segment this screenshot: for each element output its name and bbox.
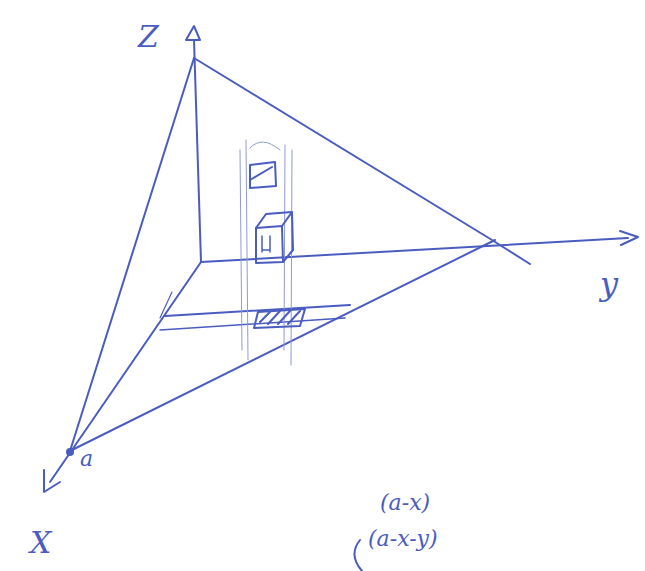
y-arrowhead [620,231,638,245]
plane-edge [70,58,194,451]
point-dot [67,449,73,455]
strip-line [160,292,172,318]
z-arrowhead [186,26,200,40]
volume-element [256,226,283,263]
axis-label: X [30,528,51,558]
z-axis [194,40,201,262]
small-box [250,162,276,188]
expression-label: (a-x) [380,492,430,514]
axis-label: Z [138,22,159,52]
plane-edge [194,58,530,264]
strip-line [160,318,345,330]
volume-element [256,212,293,262]
plane-edge [70,240,495,451]
axis-label: y [600,268,618,300]
bracket [354,540,362,571]
point-label: a [80,448,93,470]
small-box [250,167,272,180]
base-element [254,309,305,328]
x-arrowhead [44,470,60,492]
expression-label: (a-x-y) [368,528,438,550]
